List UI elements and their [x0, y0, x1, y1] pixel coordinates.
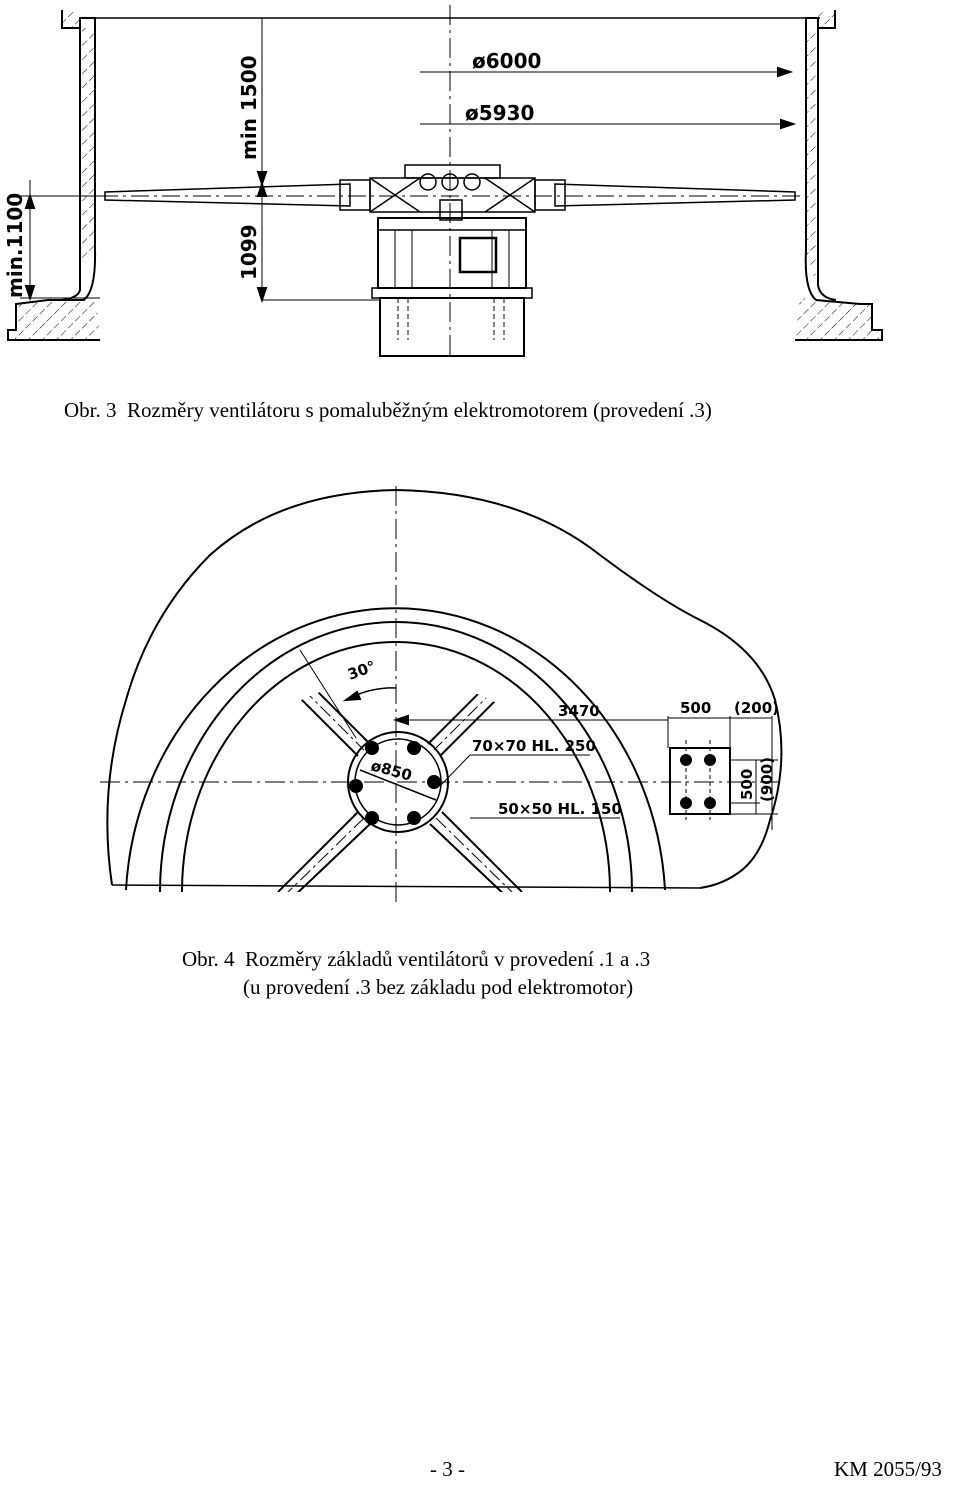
beam-70x70: 70×70 HL. 250: [472, 737, 596, 755]
dim-d850: ø850: [369, 756, 414, 784]
dim-d6000: ø6000: [472, 49, 541, 73]
document-code: KM 2055/93: [834, 1457, 942, 1481]
figure-4-caption-line1: Obr. 4 Rozměry základů ventilátorů v pro…: [182, 947, 651, 971]
beam-50x50: 50×50 HL. 150: [498, 800, 622, 818]
dim-3470: 3470: [558, 702, 600, 720]
dim-500-height: 500: [738, 769, 756, 800]
dim-900-height: (900): [758, 757, 776, 802]
dim-500-width: 500: [680, 699, 711, 717]
figure-3-fan-drawing: ø6000 ø5930 min 1500 1099 min.1100: [3, 5, 883, 360]
dim-min1500: min 1500: [237, 55, 261, 160]
dim-d5930: ø5930: [465, 101, 534, 125]
figure-4-caption-line2: (u provedení .3 bez základu pod elektrom…: [243, 975, 634, 999]
dim-h1099: 1099: [237, 224, 261, 280]
dim-min1100: min.1100: [3, 193, 27, 298]
dim-200-width: (200): [734, 699, 779, 717]
figure-3-caption: Obr. 3 Rozměry ventilátoru s pomaluběžný…: [64, 398, 712, 422]
dim-angle: 30°: [345, 657, 378, 684]
figure-4-foundation-drawing: 30° 3470 ø850 70×70 HL. 250 50×50 HL. 15…: [100, 486, 783, 905]
page-number: - 3 -: [430, 1457, 465, 1481]
